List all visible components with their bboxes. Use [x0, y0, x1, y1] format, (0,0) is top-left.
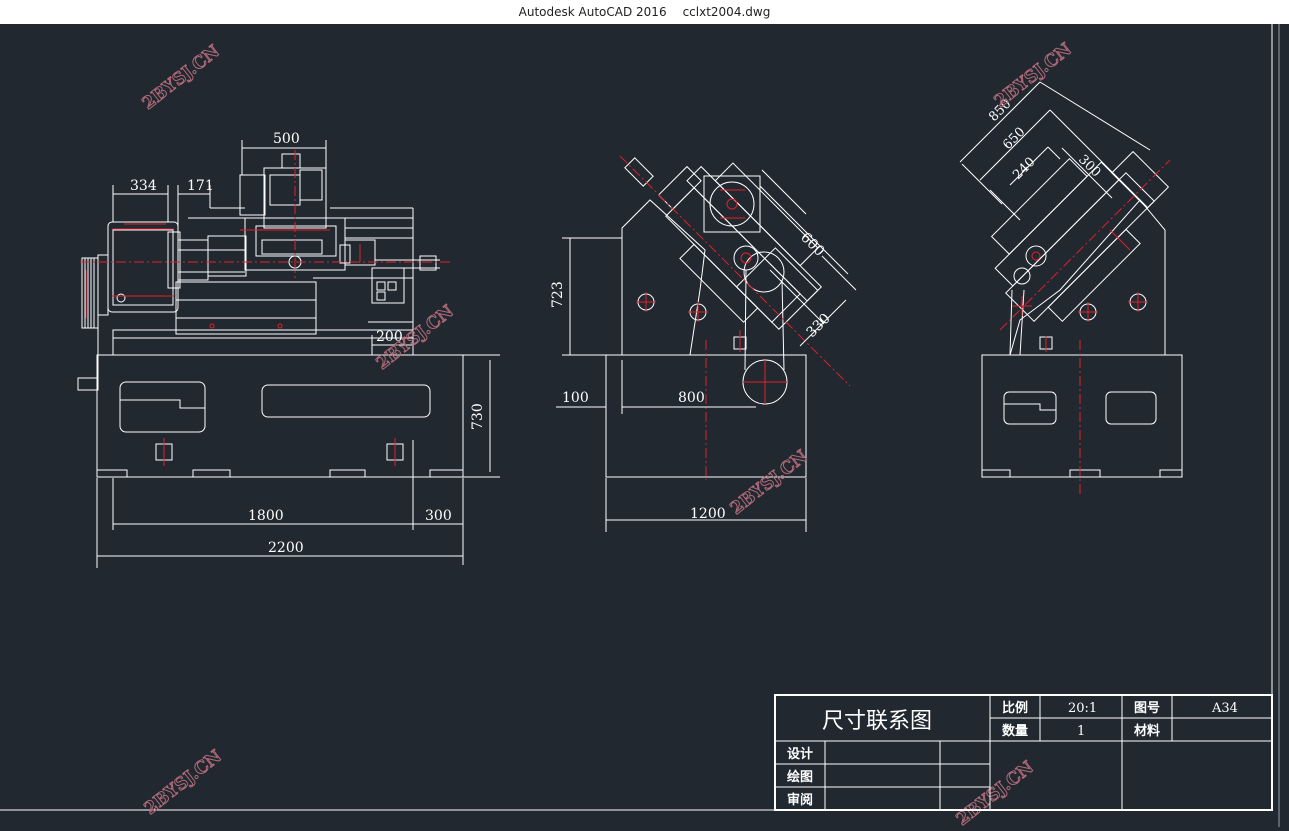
dim-200: 200	[376, 329, 403, 345]
dim-1200: 1200	[690, 506, 726, 522]
draw-label: 绘图	[787, 769, 813, 785]
cad-drawing[interactable]: 500 334 171 200 730 1800 300 2200	[0, 24, 1289, 830]
front-dim-labels: 500 334 171 200 730 1800 300 2200	[130, 131, 486, 556]
dim-650: 650	[1000, 125, 1028, 153]
scale-label: 比例	[1002, 700, 1028, 716]
drawing-title: 尺寸联系图	[822, 709, 932, 734]
front-view	[77, 153, 464, 478]
side-view-centerlines	[619, 155, 851, 480]
rear-view	[981, 150, 1183, 478]
rear-view-dimensions	[959, 81, 1151, 221]
design-label: 设计	[787, 746, 813, 762]
review-label: 审阅	[787, 792, 813, 808]
dim-500: 500	[273, 131, 300, 147]
file-name: cclxt2004.dwg	[682, 5, 771, 19]
front-view-centerlines	[80, 150, 450, 466]
title-block-text: 尺寸联系图 比例 20:1 图号 A34 数量 1 材料 设计 绘图 审阅	[787, 700, 1238, 808]
qty-label: 数量	[1002, 723, 1028, 739]
dim-330: 330	[804, 311, 834, 341]
dim-300: 300	[425, 508, 452, 524]
watermark-2: 2BYSJ.CN	[991, 40, 1076, 112]
dim-723: 723	[550, 281, 566, 308]
watermark-6: 2BYSJ.CN	[953, 758, 1038, 827]
window-title-bar: Autodesk AutoCAD 2016 cclxt2004.dwg	[0, 0, 1289, 24]
watermark-4: 2BYSJ.CN	[727, 447, 812, 519]
watermark-5: 2BYSJ.CN	[141, 747, 226, 819]
title-block	[774, 694, 1273, 811]
drawing-no-label: 图号	[1134, 701, 1160, 716]
dim-800: 800	[678, 390, 705, 406]
drawing-no-value: A34	[1211, 701, 1238, 716]
dim-730: 730	[470, 403, 486, 430]
side-view	[605, 157, 823, 478]
dim-171: 171	[187, 178, 214, 194]
dim-1800: 1800	[248, 508, 284, 524]
dim-300-rear: 300	[1075, 152, 1103, 180]
rear-view-centerlines	[999, 159, 1171, 494]
dim-2200: 2200	[268, 540, 304, 556]
drawing-canvas[interactable]: 500 334 171 200 730 1800 300 2200	[0, 24, 1289, 830]
watermark-1: 2BYSJ.CN	[139, 42, 224, 114]
front-view-dimensions	[96, 140, 500, 568]
dim-240: 240	[1010, 155, 1038, 183]
dim-600: 600	[797, 230, 827, 260]
scale-value: 20:1	[1068, 701, 1097, 716]
side-view-dimensions	[556, 169, 857, 532]
watermarks: 2BYSJ.CN 2BYSJ.CN 2BYSJ.CN 2BYSJ.CN 2BYS…	[138, 39, 1076, 830]
dim-100: 100	[562, 390, 589, 406]
app-name: Autodesk AutoCAD 2016	[518, 5, 667, 19]
dim-334: 334	[130, 178, 157, 194]
material-label: 材料	[1134, 723, 1160, 739]
qty-value: 1	[1077, 724, 1085, 739]
